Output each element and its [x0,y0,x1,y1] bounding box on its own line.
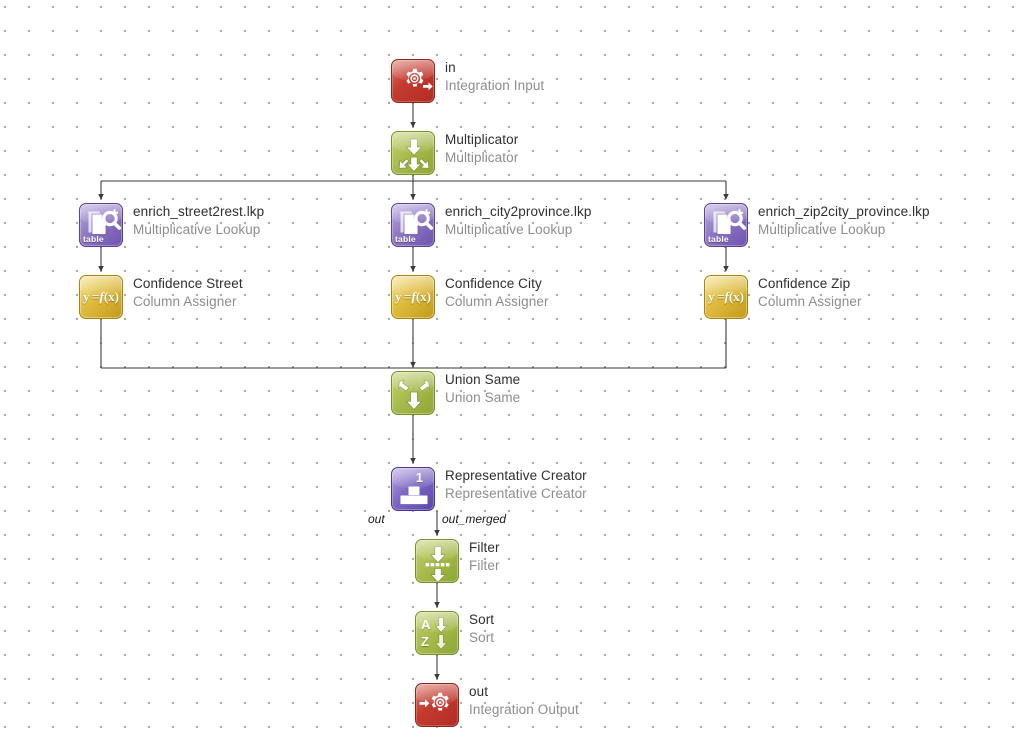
node-subtitle: Column Assigner [758,294,862,309]
node-subtitle: Representative Creator [445,486,587,501]
node-subtitle: Integration Input [445,78,545,93]
representative-creator-icon: 1 [391,467,435,511]
node-title: Multiplicator [445,132,519,147]
node-subtitle: Multiplicative Lookup [758,222,886,237]
representative-count-label: 1 [415,470,423,485]
node-subtitle: Union Same [445,390,521,405]
node-title: out [469,684,489,699]
node-title: in [445,60,456,75]
column-assigner-formula-label: y =f(x) [82,289,120,304]
node-title: Union Same [445,372,521,387]
sort-icon: A Z [415,611,459,655]
node-title: enrich_street2rest.lkp [133,204,265,219]
union-same-icon [391,371,435,415]
column-assigner-formula-label: y =f(x) [707,289,745,304]
lookup-table-badge-label: table [83,234,104,244]
edge-port-label-out: out [368,512,385,526]
node-title: Representative Creator [445,468,587,483]
node-subtitle: Multiplicative Lookup [445,222,573,237]
node-title: enrich_city2province.lkp [445,204,592,219]
node-title: Confidence Zip [758,276,851,291]
node-subtitle: Multiplicative Lookup [133,222,261,237]
node-subtitle: Sort [469,630,495,645]
node-title: Sort [469,612,495,627]
node-subtitle: Column Assigner [133,294,237,309]
integration-output-icon [415,683,459,727]
node-subtitle: Filter [469,558,500,573]
column-assigner-formula-label: y =f(x) [394,289,432,304]
node-subtitle: Column Assigner [445,294,549,309]
integration-input-icon [391,59,435,103]
node-title: Confidence City [445,276,542,291]
lookup-table-icon: table [391,203,435,247]
filter-icon [415,539,459,583]
column-assigner-icon: y =f(x) [391,275,435,319]
lookup-table-badge-label: table [708,234,729,244]
edge-port-label-out-merged: out_merged [442,512,507,526]
lookup-table-badge-label: table [395,234,416,244]
sort-az-label: A Z [421,616,430,650]
node-subtitle: Multiplicator [445,150,519,165]
node-title: Filter [469,540,500,555]
column-assigner-icon: y =f(x) [79,275,123,319]
node-subtitle: Integration Output [469,702,579,717]
sort-letter-a: A [421,617,431,632]
node-title: Confidence Street [133,276,243,291]
multiplicator-icon [391,131,435,175]
lookup-table-icon: table [79,203,123,247]
lookup-table-icon: table [704,203,748,247]
node-title: enrich_zip2city_province.lkp [758,204,930,219]
sort-letter-z: Z [421,634,429,649]
column-assigner-icon: y =f(x) [704,275,748,319]
